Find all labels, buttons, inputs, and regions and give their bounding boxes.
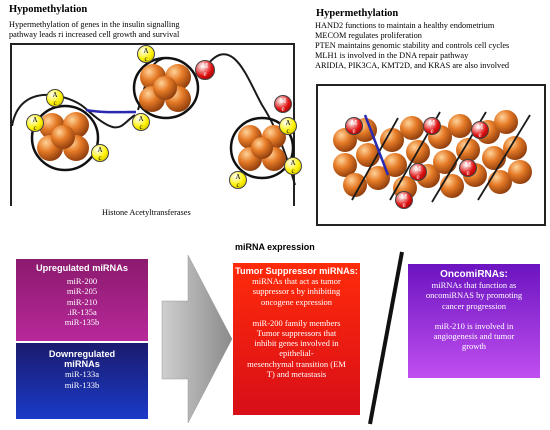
ts-desc: oncogene expression <box>260 296 333 307</box>
up-item: miR-200 <box>66 276 98 287</box>
divider-slash <box>368 251 404 425</box>
mirna-title: miRNA expression <box>235 242 315 252</box>
ts-detail: epithelial- <box>279 348 314 359</box>
ts-detail: mesenchymal transition (EM <box>247 358 346 369</box>
mark-letter: M <box>279 97 287 105</box>
ts-title: Tumor Suppressor miRNAs: <box>235 266 358 276</box>
hyper-line-1: HAND2 functions to maintain a healthy en… <box>315 21 495 30</box>
compact-chromatin <box>333 110 532 203</box>
nucleosome-3 <box>229 116 295 180</box>
mark-sub-letter: e <box>416 173 420 181</box>
downregulated-box: Downregulated miRNAs miR-133a miR-133b <box>16 343 148 419</box>
hyper-line-4: MLH1 is involved in the DNA repair pathw… <box>315 51 469 60</box>
hyper-line-5: ARIDIA, PIK3CA, KMT2D, and KRAS are also… <box>315 61 510 70</box>
onco-desc: oncomiRNAS by promoting <box>425 290 523 301</box>
down-item: miR-133b <box>64 379 100 390</box>
mark-letter: A <box>52 91 58 99</box>
up-item: .iR-135a <box>67 306 97 317</box>
up-item: miR-135b <box>64 317 100 328</box>
onco-title: OncomiRNAs: <box>440 269 508 280</box>
up-item: miR-205 <box>66 286 98 297</box>
onco-detail: miR-210 is involved in <box>434 320 514 331</box>
mark-sub-letter: c <box>139 123 143 131</box>
mark-sub-letter: e <box>430 127 434 135</box>
hyper-line-3: PTEN maintains genomic stability and con… <box>315 41 510 50</box>
hat-label: Histone Acetyltransferases <box>102 208 191 217</box>
mark-sub-letter: c <box>33 124 37 132</box>
tumor-suppressor-box: Tumor Suppressor miRNAs: miRNAs that act… <box>233 263 360 415</box>
mark-letter: A <box>32 116 38 124</box>
mark-letter: M <box>476 123 484 131</box>
mark-sub-letter: c <box>286 127 290 135</box>
arrow-graphic <box>161 254 233 424</box>
mark-sub-letter: c <box>98 154 102 162</box>
mark-letter: A <box>285 119 291 127</box>
mark-sub-letter: c <box>144 55 148 63</box>
ts-desc: suppressor s by inhibiting <box>252 286 341 297</box>
onco-desc: cancer progression <box>442 300 506 311</box>
hyper-title: Hypermethylation <box>316 8 399 19</box>
mark-letter: A <box>290 159 296 167</box>
nucleosome-1 <box>30 104 100 172</box>
mark-sub-letter: e <box>466 169 470 177</box>
mark-sub-letter: c <box>236 181 240 189</box>
onco-desc: miRNAs that function as <box>431 280 517 291</box>
mark-sub-letter: e <box>281 105 285 113</box>
mark-letter: A <box>235 173 241 181</box>
mark-sub-letter: c <box>291 167 295 175</box>
oncomirna-box: OncomiRNAs: miRNAs that function as onco… <box>408 264 540 378</box>
downregulated-title-line-1: Downregulated <box>48 349 116 359</box>
chromatin-illustration <box>11 53 532 203</box>
up-item: miR-210 <box>66 296 98 307</box>
mark-letter: A <box>143 47 149 55</box>
nucleosome-2 <box>132 56 200 120</box>
upregulated-title: Upregulated miRNAs <box>36 263 128 273</box>
ts-detail: inhibit genes involved in <box>254 338 339 349</box>
mark-letter: M <box>400 193 408 201</box>
mark-letter: M <box>428 119 436 127</box>
hyper-line-2: MECOM regulates proliferation <box>315 31 422 40</box>
mark-sub-letter: e <box>203 70 207 78</box>
ts-detail: miR-200 family members <box>252 317 341 328</box>
mark-sub-letter: e <box>402 201 406 209</box>
hyper-frame <box>316 84 546 226</box>
dna-linker-blue <box>85 108 137 114</box>
mark-letter: M <box>464 161 472 169</box>
ts-detail: T) and metastasis <box>266 368 327 379</box>
hypo-desc-line-2: pathway leads ri increased cell growth a… <box>9 30 180 39</box>
mark-letter: M <box>201 62 209 70</box>
mark-letter: M <box>414 165 422 173</box>
mark-letter: A <box>138 115 144 123</box>
onco-detail: angiogenesis and tumor <box>433 331 515 342</box>
mark-sub-letter: e <box>478 131 482 139</box>
hypo-desc-line-1: Hypermethylation of genes in the insulin… <box>9 20 180 29</box>
mark-letter: M <box>350 119 358 127</box>
hypo-title: Hypomethylation <box>9 4 88 15</box>
down-item: miR-133a <box>65 369 99 380</box>
ts-detail: Tumor suppressors that <box>256 328 337 339</box>
upregulated-box: Upregulated miRNAs miR-200 miR-205 miR-2… <box>16 259 148 341</box>
mark-letter: A <box>97 146 103 154</box>
ts-desc: miRNAs that act as tumor <box>252 276 341 287</box>
downregulated-title-line-2: miRNAs <box>64 359 100 370</box>
onco-detail: growth <box>461 341 487 352</box>
mark-sub-letter: c <box>53 99 57 107</box>
mark-sub-letter: e <box>352 127 356 135</box>
